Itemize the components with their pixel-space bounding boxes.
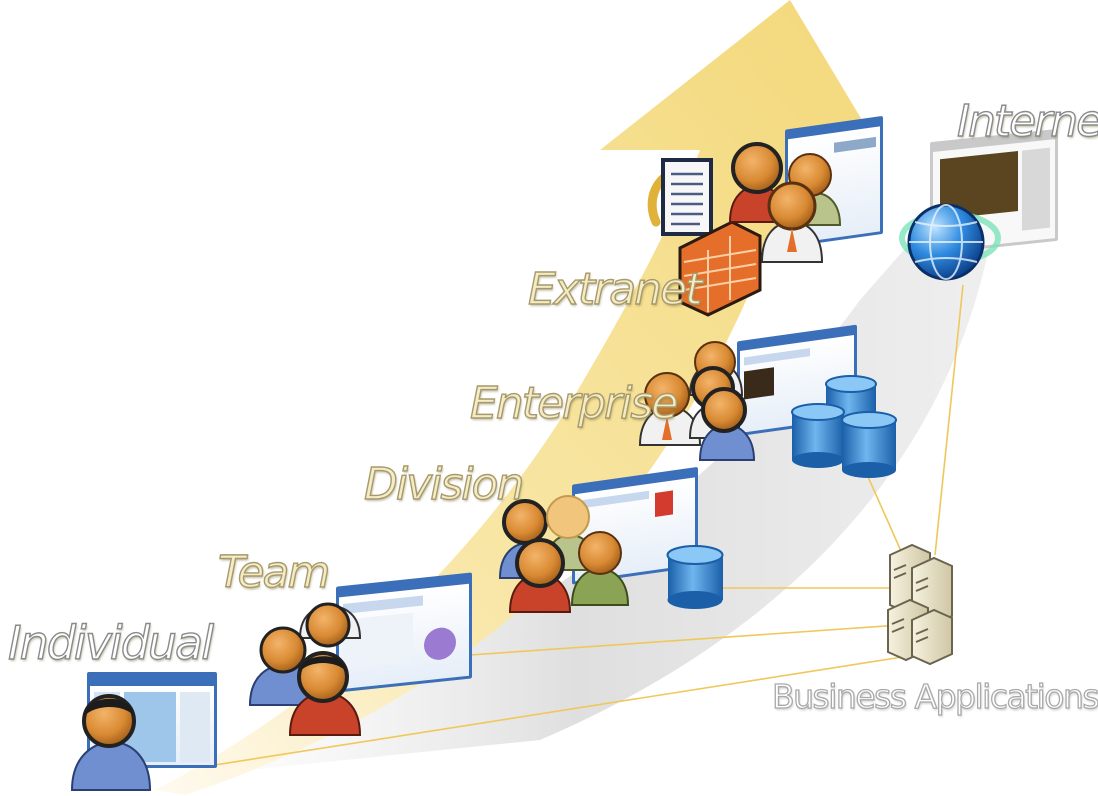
server-icon xyxy=(911,608,953,666)
person-icon xyxy=(298,602,362,648)
team-group xyxy=(248,572,472,736)
internet-group xyxy=(899,128,1058,281)
person-icon xyxy=(70,694,152,791)
team-label: Team xyxy=(217,547,331,598)
arrow-shadow xyxy=(150,170,1000,780)
division-label: Division xyxy=(363,459,525,510)
globe-icon xyxy=(899,203,1001,281)
enterprise-label: Enterprise xyxy=(469,378,679,429)
individual-group xyxy=(70,672,217,791)
internet-label: Internet xyxy=(956,96,1098,147)
database-icon xyxy=(791,403,845,468)
individual-label: Individual xyxy=(7,616,214,670)
extranet-group xyxy=(647,116,883,317)
person-icon xyxy=(570,531,630,606)
person-icon xyxy=(698,387,756,461)
connector-lines xyxy=(214,284,964,766)
business-applications-label: Business Applications xyxy=(771,677,1098,716)
person-icon xyxy=(288,651,362,736)
person-icon xyxy=(508,538,572,613)
database-icon xyxy=(841,411,897,478)
division-group xyxy=(498,467,724,613)
browser-window-icon xyxy=(930,128,1058,255)
person-icon xyxy=(760,181,824,263)
business-applications-servers xyxy=(887,543,953,666)
database-icon xyxy=(666,545,724,609)
browser-window-icon xyxy=(336,572,472,693)
firewall-icon xyxy=(678,220,762,317)
enterprise-group xyxy=(638,324,897,478)
document-icon xyxy=(647,158,713,236)
extranet-label: Extranet xyxy=(527,264,703,315)
